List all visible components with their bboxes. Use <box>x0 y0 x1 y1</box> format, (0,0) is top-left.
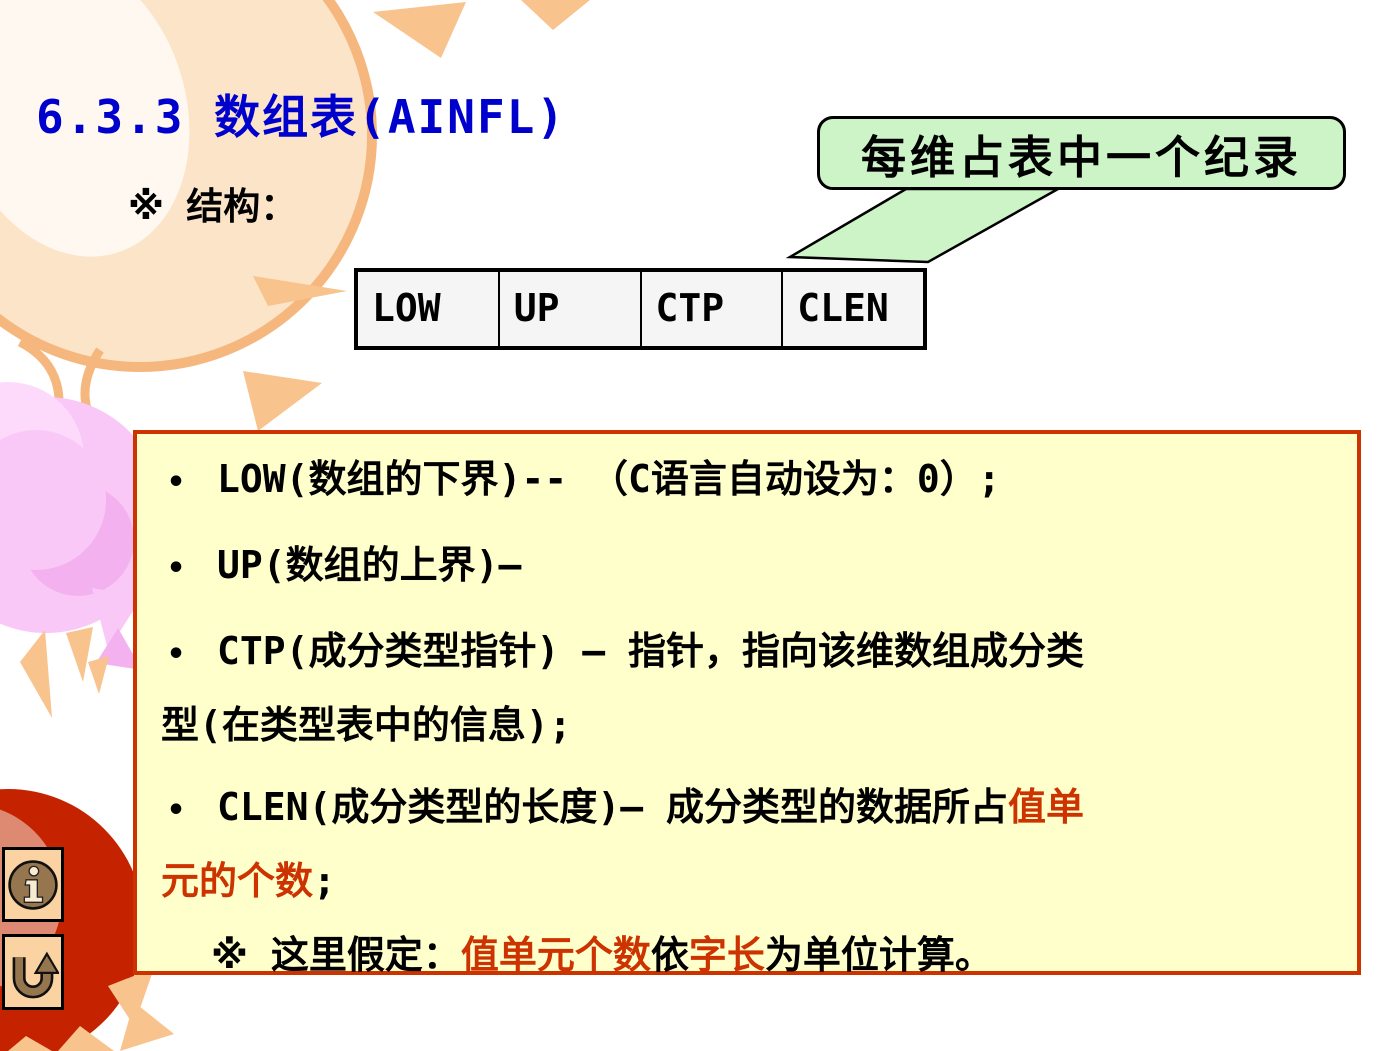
sparkle-triangle <box>243 371 322 431</box>
text-segment: LOW(数组的下界)-- （C语言自动设为：0）; <box>217 457 1001 501</box>
structure-label: ※ 结构： <box>128 185 298 228</box>
notes-box: • LOW(数组的下界)-- （C语言自动设为：0）; • UP(数组的上界)— • CT… <box>133 430 1361 977</box>
text-segment: ※ 这里假定： <box>211 933 461 977</box>
bullet-marker: • <box>167 465 186 500</box>
sun-ray <box>120 1002 174 1051</box>
notes-line: • CLEN(成分类型的长度)– 成分类型的数据所占值单 <box>161 772 1337 846</box>
info-icon <box>8 859 58 910</box>
info-button[interactable] <box>2 847 64 922</box>
text-segment: 为单位计算。 <box>764 933 993 977</box>
text-segment: 字长 <box>688 933 765 977</box>
notes-line: 元的个数; <box>161 846 1337 916</box>
balloon-highlight <box>0 0 190 257</box>
callout-tail <box>785 187 1063 264</box>
sun-ray <box>58 1026 114 1051</box>
text-segment: 型(在类型表中的信息); <box>161 703 572 747</box>
text-segment: 元的个数 <box>161 859 314 903</box>
notes-line: ※ 这里假定：值单元个数依字长为单位计算。 <box>161 920 1337 990</box>
notes-line: 型(在类型表中的信息); <box>161 690 1337 760</box>
notes-line: • UP(数组的上界)— <box>161 530 1337 604</box>
record-cell-low: LOW <box>358 272 500 346</box>
sparkle-triangle <box>373 2 466 58</box>
text-segment: 值单 <box>1008 785 1085 829</box>
record-cell-clen: CLEN <box>797 286 889 330</box>
pink-cloud <box>0 430 106 570</box>
notes-line: • LOW(数组的下界)-- （C语言自动设为：0）; <box>161 444 1337 518</box>
sparkle-triangle <box>253 276 347 306</box>
record-cell-ctp: CTP <box>642 272 784 346</box>
callout-bubble: 每维占表中一个纪录 <box>817 116 1346 190</box>
text-segment: CTP(成分类型指针) – 指针，指向该维数组成分类 <box>217 629 1085 673</box>
pink-cloud-tail <box>92 588 142 650</box>
sparkle-triangle <box>521 0 590 30</box>
return-up-arrow-icon <box>12 951 59 999</box>
return-button[interactable] <box>2 934 64 1010</box>
bullet-marker: • <box>167 793 186 828</box>
page-title: 6.3.3 数组表(AINFL) <box>36 89 567 144</box>
text-segment: 值单元个数 <box>460 933 651 977</box>
ray-triangle <box>20 630 52 718</box>
text-segment: UP(数组的上界)— <box>217 543 522 587</box>
bullet-marker: • <box>167 551 186 586</box>
text-segment: ; <box>313 859 336 903</box>
sun-ray <box>108 968 154 1026</box>
ray-triangle <box>66 627 93 682</box>
text-segment: 依 <box>650 933 689 977</box>
ray-triangle <box>88 656 109 694</box>
text-segment: CLEN(成分类型的长度)– 成分类型的数据所占 <box>217 785 1009 829</box>
notes-line: • CTP(成分类型指针) – 指针，指向该维数组成分类 <box>161 616 1337 690</box>
record-cell-up: UP <box>500 272 642 346</box>
bullet-marker: • <box>167 637 186 672</box>
sun-ray <box>8 1036 52 1051</box>
